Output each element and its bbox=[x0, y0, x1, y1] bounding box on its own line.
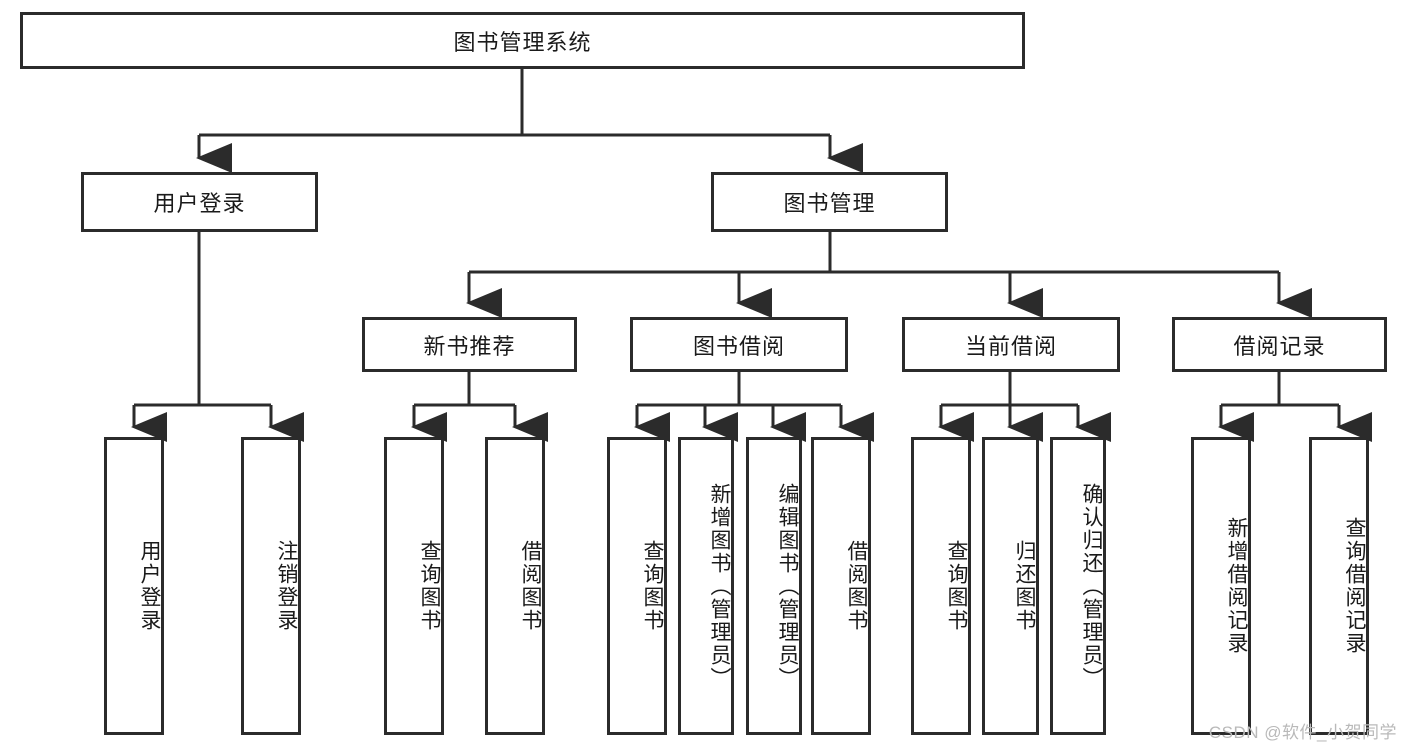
node-leaf-edit-book[interactable]: 编辑图书（管理员） bbox=[746, 437, 802, 735]
node-user-login-label: 用户登录 bbox=[153, 191, 246, 216]
node-new-book-recommend[interactable]: 新书推荐 bbox=[362, 317, 577, 372]
node-leaf-query-book-2[interactable]: 查询图书 bbox=[607, 437, 667, 735]
node-leaf-add-book-label: 新增图书（管理员） bbox=[708, 482, 731, 690]
node-leaf-user-login-label: 用户登录 bbox=[138, 540, 161, 632]
node-leaf-add-book[interactable]: 新增图书（管理员） bbox=[678, 437, 734, 735]
node-leaf-confirm-return[interactable]: 确认归还（管理员） bbox=[1050, 437, 1106, 735]
node-leaf-query-book-3[interactable]: 查询图书 bbox=[911, 437, 971, 735]
node-root-label: 图书管理系统 bbox=[453, 29, 592, 55]
node-leaf-query-book-2-label: 查询图书 bbox=[641, 540, 664, 632]
node-leaf-query-book-3-label: 查询图书 bbox=[945, 540, 968, 632]
node-new-book-recommend-label: 新书推荐 bbox=[423, 333, 516, 359]
node-book-borrow-label: 图书借阅 bbox=[692, 333, 785, 359]
node-leaf-query-book-1[interactable]: 查询图书 bbox=[384, 437, 444, 735]
node-leaf-borrow-book-1[interactable]: 借阅图书 bbox=[485, 437, 545, 735]
node-leaf-borrow-book-1-label: 借阅图书 bbox=[519, 540, 542, 632]
node-leaf-query-record-label: 查询借阅记录 bbox=[1343, 517, 1366, 655]
node-leaf-return-book-label: 归还图书 bbox=[1013, 540, 1036, 632]
node-leaf-user-login[interactable]: 用户登录 bbox=[104, 437, 164, 735]
node-leaf-borrow-book-2[interactable]: 借阅图书 bbox=[811, 437, 871, 735]
node-current-borrow-label: 当前借阅 bbox=[964, 333, 1057, 359]
node-leaf-query-record[interactable]: 查询借阅记录 bbox=[1309, 437, 1369, 735]
node-leaf-confirm-return-label: 确认归还（管理员） bbox=[1080, 482, 1103, 690]
watermark: CSDN @软件_小贺同学 bbox=[1208, 723, 1397, 742]
node-leaf-logout-login[interactable]: 注销登录 bbox=[241, 437, 301, 735]
node-current-borrow[interactable]: 当前借阅 bbox=[902, 317, 1120, 372]
node-leaf-edit-book-label: 编辑图书（管理员） bbox=[776, 482, 799, 690]
node-root[interactable]: 图书管理系统 bbox=[20, 12, 1025, 69]
node-leaf-add-record[interactable]: 新增借阅记录 bbox=[1191, 437, 1251, 735]
node-book-borrow[interactable]: 图书借阅 bbox=[630, 317, 848, 372]
node-leaf-add-record-label: 新增借阅记录 bbox=[1225, 517, 1248, 655]
node-user-login[interactable]: 用户登录 bbox=[81, 172, 318, 232]
node-book-management[interactable]: 图书管理 bbox=[711, 172, 948, 232]
node-leaf-borrow-book-2-label: 借阅图书 bbox=[845, 540, 868, 632]
node-book-management-label: 图书管理 bbox=[783, 191, 876, 216]
node-leaf-return-book[interactable]: 归还图书 bbox=[982, 437, 1039, 735]
node-borrow-record-label: 借阅记录 bbox=[1233, 333, 1326, 359]
node-leaf-logout-login-label: 注销登录 bbox=[275, 540, 298, 632]
node-borrow-record[interactable]: 借阅记录 bbox=[1172, 317, 1387, 372]
node-leaf-query-book-1-label: 查询图书 bbox=[418, 540, 441, 632]
